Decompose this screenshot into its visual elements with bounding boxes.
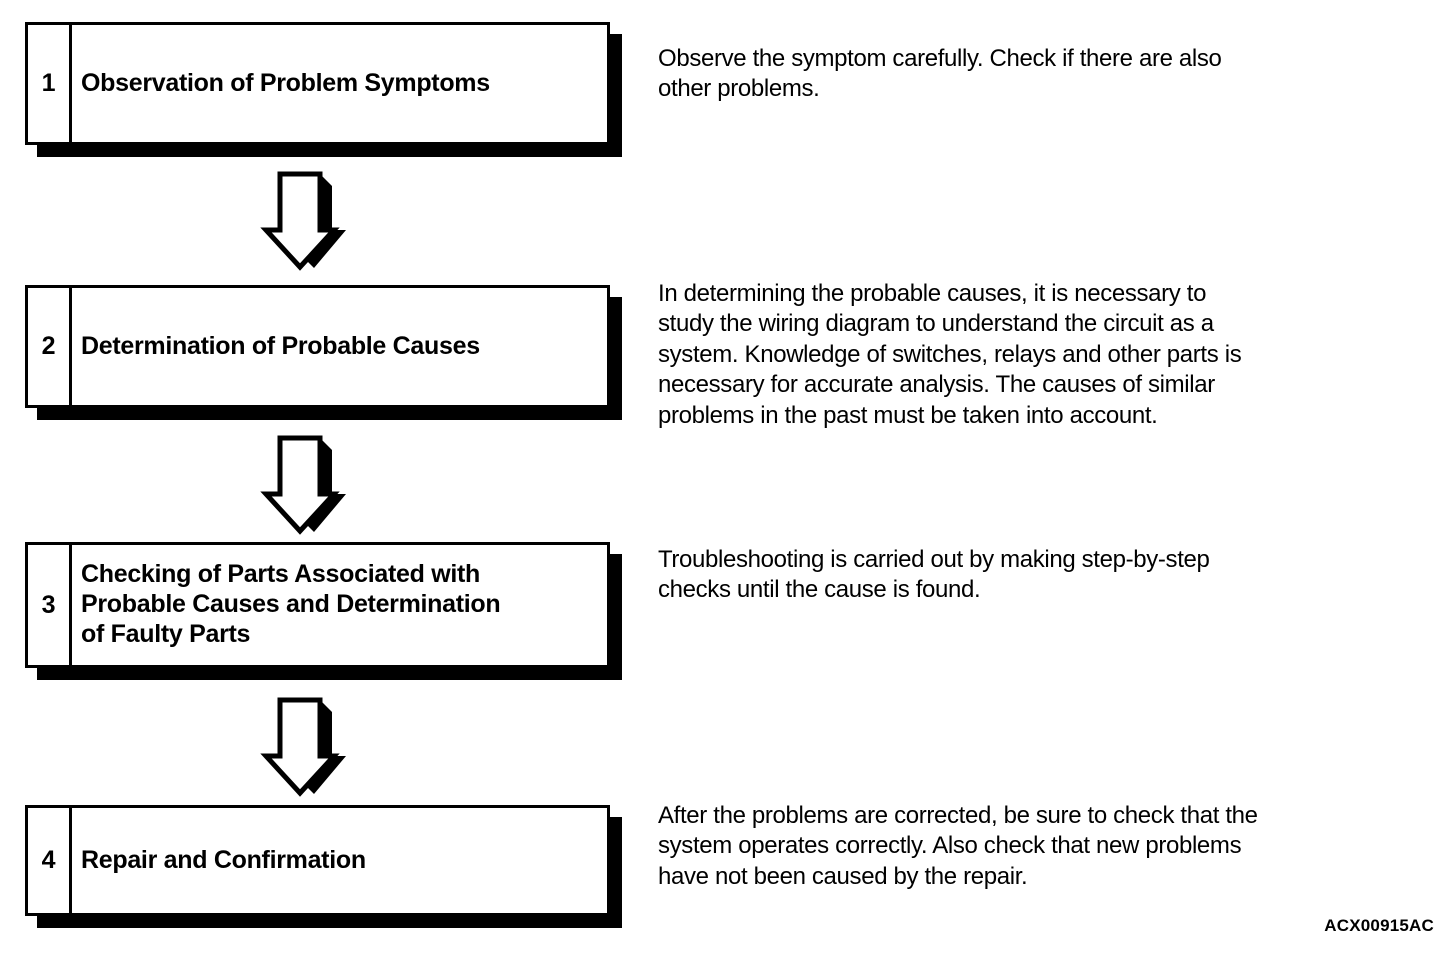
step-1-label: Observation of Problem Symptoms xyxy=(81,68,490,97)
step-4-description: After the problems are corrected, be sur… xyxy=(658,802,1258,890)
arrow-down-icon xyxy=(260,171,340,271)
step-3-label: Checking of Parts Associated with Probab… xyxy=(81,560,501,648)
figure-reference-code: ACX00915AC xyxy=(1324,916,1434,935)
arrow-down-shadow xyxy=(302,438,346,532)
step-2-description: In determining the probable causes, it i… xyxy=(658,280,1242,429)
step-2-label: Determination of Probable Causes xyxy=(81,331,480,360)
step-1-label-cell: Observation of Problem Symptoms xyxy=(72,25,607,142)
arrow-down-icon xyxy=(260,697,340,797)
step-box-1: 1 Observation of Problem Symptoms xyxy=(25,22,622,157)
step-2-number-cell: 2 xyxy=(28,288,72,405)
step-2-label-cell: Determination of Probable Causes xyxy=(72,288,607,405)
step-box-2: 2 Determination of Probable Causes xyxy=(25,285,622,420)
step-3-label-cell: Checking of Parts Associated with Probab… xyxy=(72,545,607,665)
step-1-number-cell: 1 xyxy=(28,25,72,142)
arrow-down-shadow xyxy=(302,174,346,268)
arrow-step-3-to-4 xyxy=(258,694,354,798)
step-1-number: 1 xyxy=(41,69,56,97)
step-4-number-cell: 4 xyxy=(28,808,72,913)
step-4-label-cell: Repair and Confirmation xyxy=(72,808,607,913)
step-3-number-cell: 3 xyxy=(28,545,72,665)
step-1-description: Observe the symptom carefully. Check if … xyxy=(658,45,1222,103)
step-3-number: 3 xyxy=(41,590,56,619)
step-3-description: Troubleshooting is carried out by making… xyxy=(658,546,1210,604)
step-box-3: 3 Checking of Parts Associated with Prob… xyxy=(25,542,622,680)
step-2-number: 2 xyxy=(41,332,56,360)
arrow-step-2-to-3 xyxy=(258,432,354,536)
step-box-4: 4 Repair and Confirmation xyxy=(25,805,622,928)
step-4-label: Repair and Confirmation xyxy=(81,845,366,874)
arrow-down-shadow xyxy=(302,700,346,794)
arrow-step-1-to-2 xyxy=(258,168,354,272)
step-4-number: 4 xyxy=(41,846,56,874)
arrow-down-icon xyxy=(260,435,340,535)
